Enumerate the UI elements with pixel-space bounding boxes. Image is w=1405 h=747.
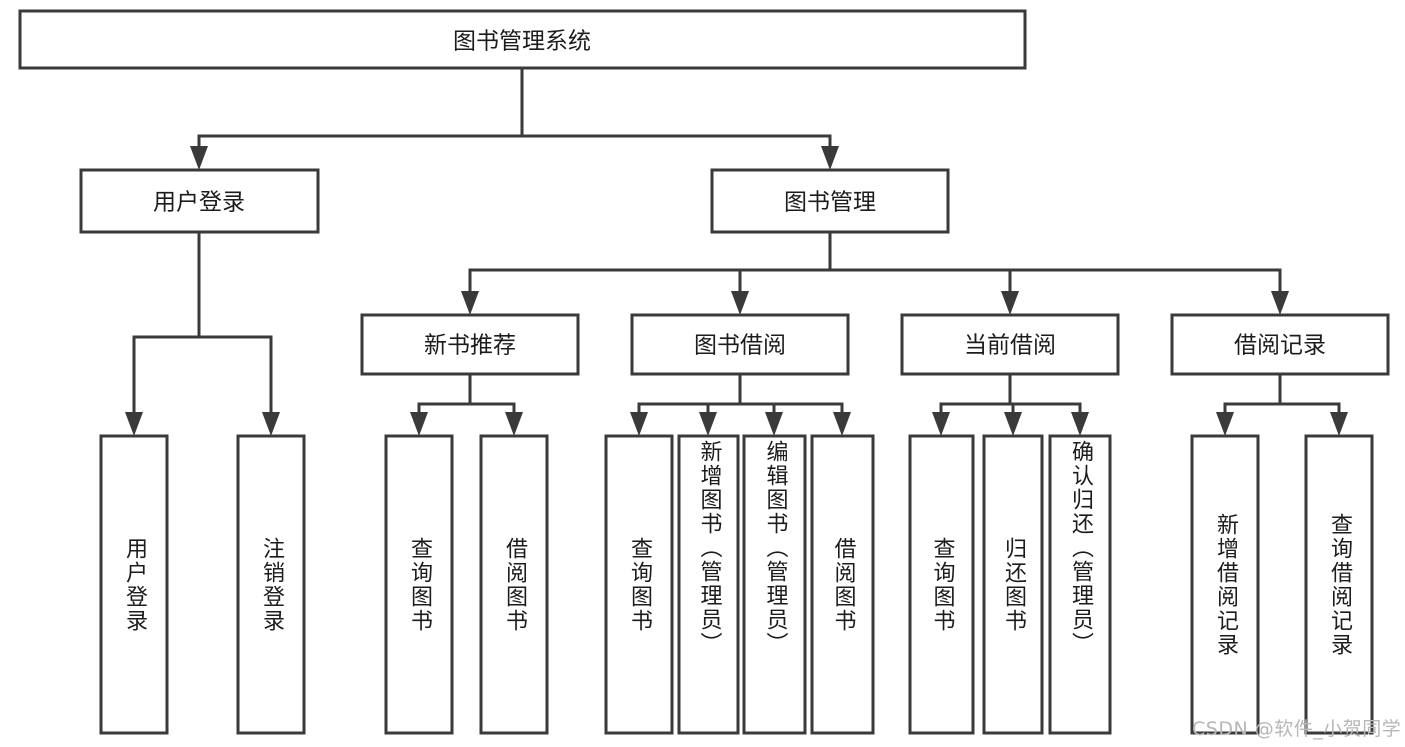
arrow-head-icon [1001, 291, 1019, 315]
leaf-box-query-book-rec[interactable] [384, 434, 454, 735]
arrow-head-icon [125, 412, 143, 436]
node-root-label: 图书管理系统 [453, 29, 591, 55]
node-new-book-recommend[interactable]: 新书推荐 [360, 313, 580, 376]
node-book-management-label: 图书管理 [784, 190, 876, 216]
connector-book-management-to-level3 [461, 230, 1289, 315]
connector-current-borrow-to-leaves [932, 372, 1089, 436]
arrow-head-icon [410, 412, 428, 436]
arrow-head-icon [731, 291, 749, 315]
node-user-login[interactable]: 用户登录 [79, 168, 320, 234]
connector-book-borrow-to-leaves [630, 372, 851, 436]
leaf-box-borrow-book[interactable] [810, 434, 875, 735]
arrow-head-icon [1216, 412, 1234, 436]
leaf-box-query-borrow-record[interactable] [1304, 434, 1374, 735]
arrow-head-icon [833, 412, 851, 436]
arrow-head-icon [505, 412, 523, 436]
node-user-login-box[interactable] [79, 168, 320, 234]
leaf-box-edit-book-admin[interactable] [742, 434, 807, 735]
leaf-box-query-book-borrow[interactable] [604, 434, 674, 735]
leaf-box-borrow-book-rec[interactable] [479, 434, 549, 735]
leaf-box-query-book-cur[interactable] [908, 434, 975, 735]
leaf-box-add-borrow-record[interactable] [1190, 434, 1260, 735]
leaf-box-user-login[interactable] [99, 434, 169, 735]
arrow-head-icon [1004, 412, 1022, 436]
arrow-head-icon [1330, 412, 1348, 436]
node-borrow-record-label: 借阅记录 [1234, 333, 1326, 359]
connector-root-to-level2 [190, 66, 839, 170]
arrow-head-icon [932, 412, 950, 436]
node-new-book-recommend-label: 新书推荐 [424, 333, 516, 359]
connector-user-login-to-leaves [125, 230, 280, 436]
connector-borrow-record-to-leaves [1216, 372, 1348, 436]
node-book-management[interactable]: 图书管理 [710, 168, 950, 234]
arrow-head-icon [699, 412, 717, 436]
node-book-borrow[interactable]: 图书借阅 [630, 313, 850, 376]
watermark-text: CSDN @软件_小贺同学 [1192, 718, 1402, 740]
node-book-borrow-label: 图书借阅 [694, 333, 786, 359]
arrow-head-icon [1271, 291, 1289, 315]
node-current-borrow[interactable]: 当前借阅 [900, 313, 1120, 376]
leaf-box-logout[interactable] [236, 434, 306, 735]
connector-new-book-recommend-to-leaves [410, 372, 523, 436]
leaf-box-return-book[interactable] [982, 434, 1044, 735]
node-user-login-label: 用户登录 [153, 190, 245, 216]
arrow-head-icon [262, 412, 280, 436]
arrow-head-icon [461, 291, 479, 315]
node-current-borrow-label: 当前借阅 [964, 333, 1056, 359]
node-borrow-record[interactable]: 借阅记录 [1170, 313, 1390, 376]
arrow-head-icon [190, 146, 208, 170]
node-root-box[interactable] [18, 9, 1027, 70]
leaf-box-confirm-return[interactable] [1048, 434, 1112, 735]
arrow-head-icon [1071, 412, 1089, 436]
leaf-box-add-book-admin[interactable] [677, 434, 740, 735]
arrow-head-icon [765, 412, 783, 436]
node-new-book-recommend-box[interactable] [360, 313, 580, 376]
node-root[interactable]: 图书管理系统 [18, 9, 1027, 70]
arrow-head-icon [630, 412, 648, 436]
node-current-borrow-box[interactable] [900, 313, 1120, 376]
arrow-head-icon [821, 146, 839, 170]
